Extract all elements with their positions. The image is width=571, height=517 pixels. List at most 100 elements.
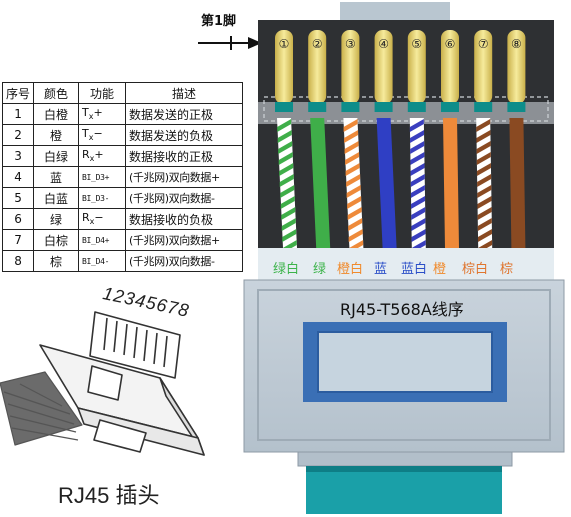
pin-table-header-row: 序号 颜色 功能 描述 — [1, 82, 244, 104]
wire-stripe — [410, 152, 425, 165]
wire-stripe — [278, 141, 293, 154]
wire-stripe — [410, 185, 425, 198]
contact-collar — [441, 102, 459, 112]
wire-stripe — [279, 163, 294, 176]
wire-stripe — [345, 152, 360, 165]
row-description: 数据发送的正极 — [125, 103, 244, 125]
wire-stripe — [344, 130, 359, 143]
wire-stripe — [411, 229, 426, 242]
wire-stripe — [409, 119, 424, 132]
wire-stripe — [277, 130, 292, 143]
function-sign: − — [94, 211, 104, 225]
wire-stripe — [280, 185, 295, 198]
function-base: T — [82, 106, 89, 120]
pin-number: ④ — [378, 37, 389, 51]
wire — [310, 118, 331, 248]
function-subscript: x — [88, 133, 94, 143]
function-subscript: x — [89, 217, 95, 227]
contact-collar — [374, 102, 393, 112]
wire-stripe — [278, 152, 293, 165]
wire-stripe — [410, 130, 425, 143]
diagram-title: RJ45-T568A线序 — [340, 300, 464, 319]
wire-color-label: 绿白 — [273, 262, 300, 277]
contact-pin — [374, 30, 393, 104]
wire-stripe — [477, 207, 492, 220]
contact-pin — [341, 30, 360, 104]
wire-stripe — [347, 207, 362, 220]
wire-stripe — [346, 174, 361, 187]
wire-stripe — [411, 218, 426, 231]
contact-pin — [441, 30, 459, 104]
wire-label-strip — [258, 248, 554, 282]
contact-pin — [275, 30, 293, 104]
row-color: 白橙 — [33, 103, 80, 125]
wire-stripe — [280, 196, 295, 209]
wire-stripe — [410, 141, 425, 154]
wire-color-label: 蓝白 — [401, 262, 428, 277]
function-base: R — [82, 148, 90, 162]
wire-stripe — [410, 174, 425, 187]
wire-stripe — [348, 218, 363, 231]
contact-collar — [407, 102, 426, 112]
wire-stripe — [277, 119, 292, 132]
row-color: 白棕 — [33, 229, 80, 251]
wire-stripe — [476, 163, 491, 176]
contact-pin — [507, 30, 526, 104]
pin-number: ① — [279, 37, 290, 51]
pin-number: ② — [312, 37, 323, 51]
connector-boot — [306, 466, 502, 514]
row-color: 蓝 — [33, 166, 80, 188]
wire-stripe — [344, 141, 359, 154]
wire-color-label: 绿 — [313, 262, 327, 277]
wire-stripe — [279, 174, 294, 187]
connector-top-tab — [340, 2, 450, 22]
row-description: (千兆网)双向数据- — [125, 187, 244, 209]
wire-color-label: 棕 — [500, 262, 514, 277]
wire-stripe — [477, 174, 492, 187]
row-description: 数据接收的正极 — [125, 145, 244, 167]
contact-collar — [275, 102, 293, 112]
wire-stripe — [477, 185, 492, 198]
contact-collar — [308, 102, 327, 112]
contact-collar — [474, 102, 493, 112]
wire-stripe — [348, 229, 363, 242]
function-base: T — [82, 127, 89, 141]
wire-color-label: 橙 — [433, 262, 447, 277]
wire-stripe — [477, 229, 492, 242]
wire-stripe — [410, 163, 425, 176]
pin-number: ⑦ — [478, 37, 489, 51]
pin-number: ⑧ — [511, 37, 522, 51]
wire-stripe — [282, 229, 297, 242]
row-description: 数据接收的负极 — [125, 208, 244, 230]
contact-collar — [507, 102, 526, 112]
contact-pin — [407, 30, 426, 104]
function-sign: + — [93, 106, 103, 120]
wire-stripe — [476, 119, 491, 132]
row-color: 橙 — [33, 124, 80, 146]
wire-color-label: 蓝 — [374, 262, 388, 277]
pin-number: ⑥ — [445, 37, 456, 51]
contact-pin — [474, 30, 493, 104]
contact-collar — [341, 102, 360, 112]
function-subscript: x — [89, 154, 95, 164]
pin1-arrow — [198, 36, 262, 50]
wires-group — [277, 118, 526, 253]
row-description: (千兆网)双向数据- — [125, 250, 244, 272]
wire — [509, 118, 526, 248]
wire-color-label: 棕白 — [462, 262, 489, 277]
wire-stripe — [476, 152, 491, 165]
function-sign: + — [94, 148, 104, 162]
wire-stripe — [476, 141, 491, 154]
wire-stripe — [347, 196, 362, 209]
function-subscript: x — [88, 112, 94, 122]
header-description: 描述 — [125, 82, 244, 104]
